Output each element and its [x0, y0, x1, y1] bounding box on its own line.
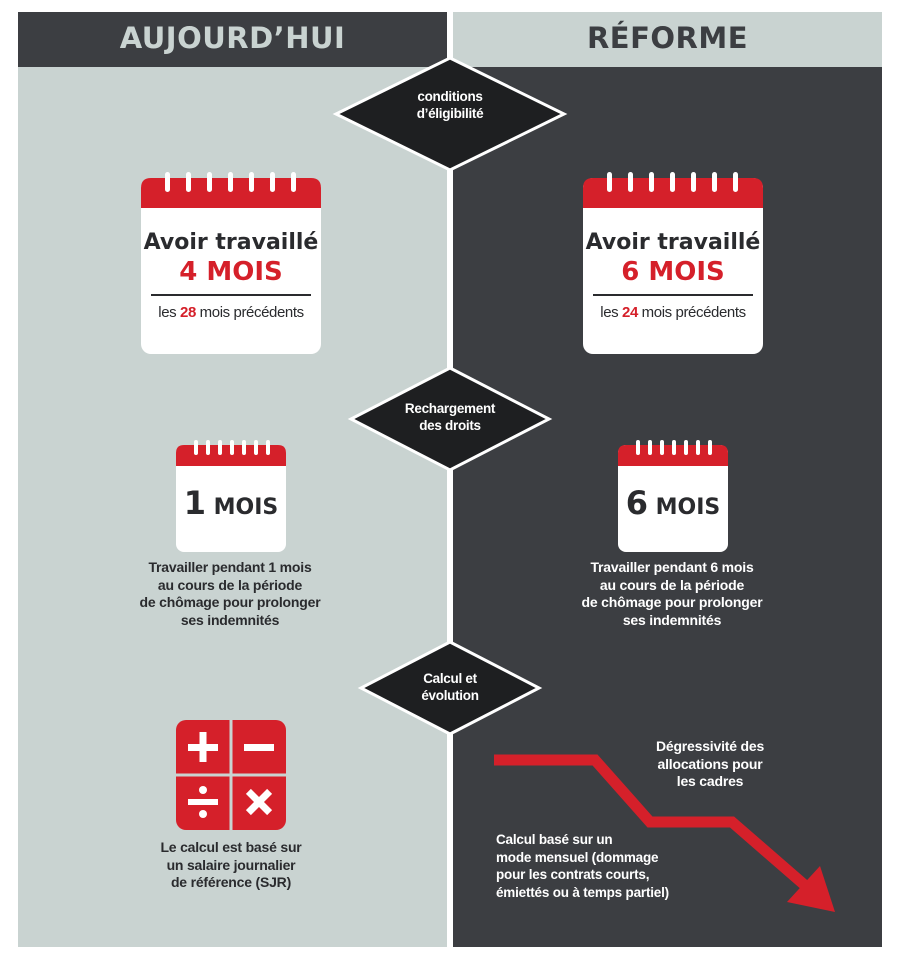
downward-trend-arrow-icon — [490, 750, 850, 920]
eligibility-today-months: 4 MOIS — [179, 257, 283, 287]
section-recharge-label-line1: Rechargement — [404, 401, 496, 416]
eligibility-reform-separator — [593, 294, 753, 296]
header-aujourdhui: AUJOURD’HUI — [18, 12, 447, 67]
section-calcul-label-line2: évolution — [421, 688, 479, 703]
eligibility-reform-period: les 24 mois précédents — [600, 304, 746, 321]
calcul-reform-degressivity-description: Dégressivité des allocations pour les ca… — [655, 738, 765, 789]
recharge-reform-description: Travailler pendant 6 mois au cours de la… — [581, 559, 763, 628]
calendar-icon — [583, 172, 763, 354]
eligibility-today-separator — [151, 294, 311, 296]
eligibility-today-line1: Avoir travaillé — [143, 230, 319, 255]
calcul-today-description: Le calcul est basé sur un salaire journa… — [160, 839, 302, 890]
section-calcul-diamond: Calcul et évolution — [357, 640, 543, 736]
calendar-eligibility-reform: Avoir travaillé 6 MOIS les 24 mois précé… — [583, 172, 763, 354]
section-recharge-label: Rechargement des droits — [347, 400, 553, 434]
center-divider — [449, 0, 451, 955]
section-calcul-label: Calcul et évolution — [357, 670, 543, 704]
calendar-icon — [618, 440, 728, 552]
section-eligibility-label-line2: d’éligibilité — [416, 106, 484, 121]
section-calcul-label-line1: Calcul et — [423, 671, 477, 686]
calendar-eligibility-today: Avoir travaillé 4 MOIS les 28 mois précé… — [141, 172, 321, 354]
header-aujourdhui-label: AUJOURD’HUI — [119, 21, 346, 55]
recharge-today-months: 1 MOIS — [183, 484, 279, 522]
header-reforme-label: RÉFORME — [586, 21, 749, 55]
calcul-reform-monthly-description: Calcul basé sur un mode mensuel (dommage… — [496, 832, 669, 900]
section-eligibility-diamond: conditions d’éligibilité — [332, 56, 568, 172]
recharge-today-description: Travailler pendant 1 mois au cours de la… — [139, 559, 321, 628]
section-eligibility-label-line1: conditions — [417, 89, 483, 104]
calendar-icon — [176, 440, 286, 552]
calendar-icon — [141, 172, 321, 354]
section-recharge-diamond: Rechargement des droits — [347, 366, 553, 472]
eligibility-today-period: les 28 mois précédents — [158, 304, 304, 321]
header-reforme: RÉFORME — [453, 12, 882, 67]
calculator-icon — [176, 720, 286, 830]
recharge-reform-months: 6 MOIS — [625, 484, 721, 522]
eligibility-reform-line1: Avoir travaillé — [585, 230, 761, 255]
eligibility-reform-months: 6 MOIS — [621, 257, 725, 287]
calendar-recharge-reform: 6 MOIS — [618, 440, 728, 552]
calendar-recharge-today: 1 MOIS — [176, 440, 286, 552]
eligibility-reform-period-number: 24 — [622, 304, 638, 321]
section-recharge-label-line2: des droits — [419, 418, 481, 433]
eligibility-today-period-number: 28 — [180, 304, 196, 321]
section-eligibility-label: conditions d’éligibilité — [332, 88, 568, 122]
